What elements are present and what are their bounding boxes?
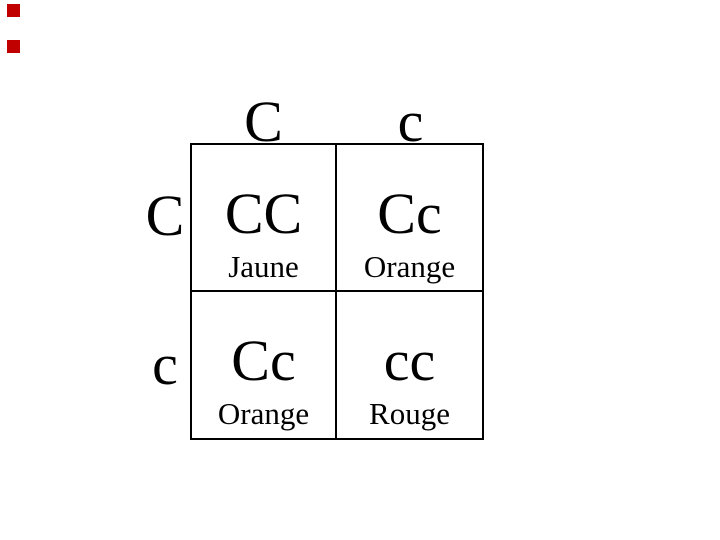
- phenotype-label: Orange: [217, 395, 310, 431]
- punnett-cell-bottom-right: cc Rouge: [337, 292, 482, 439]
- punnett-column-headers: C c: [190, 93, 484, 151]
- phenotype-label: Orange: [363, 249, 456, 284]
- red-square-marker-top: [7, 4, 20, 17]
- row-header-allele-C: C: [145, 183, 185, 248]
- genotype-label: Cc: [231, 327, 296, 393]
- punnett-cell-top-left: CC Jaune: [192, 145, 337, 292]
- genotype-label: CC: [224, 181, 303, 246]
- punnett-cell-top-right: Cc Orange: [337, 145, 482, 292]
- phenotype-label: Rouge: [369, 395, 450, 431]
- punnett-cell-bottom-left: Cc Orange: [192, 291, 337, 438]
- phenotype-label: Jaune: [228, 249, 299, 284]
- red-square-marker-bottom: [7, 40, 20, 53]
- punnett-square-grid: CC Jaune Cc Orange Cc Orange cc Rouge: [190, 143, 484, 440]
- col-header-allele-C: C: [244, 89, 283, 154]
- row-header-allele-c: c: [152, 332, 178, 397]
- col-header-allele-c: c: [397, 89, 424, 154]
- genotype-label: cc: [383, 327, 436, 393]
- genotype-label: Cc: [377, 181, 442, 246]
